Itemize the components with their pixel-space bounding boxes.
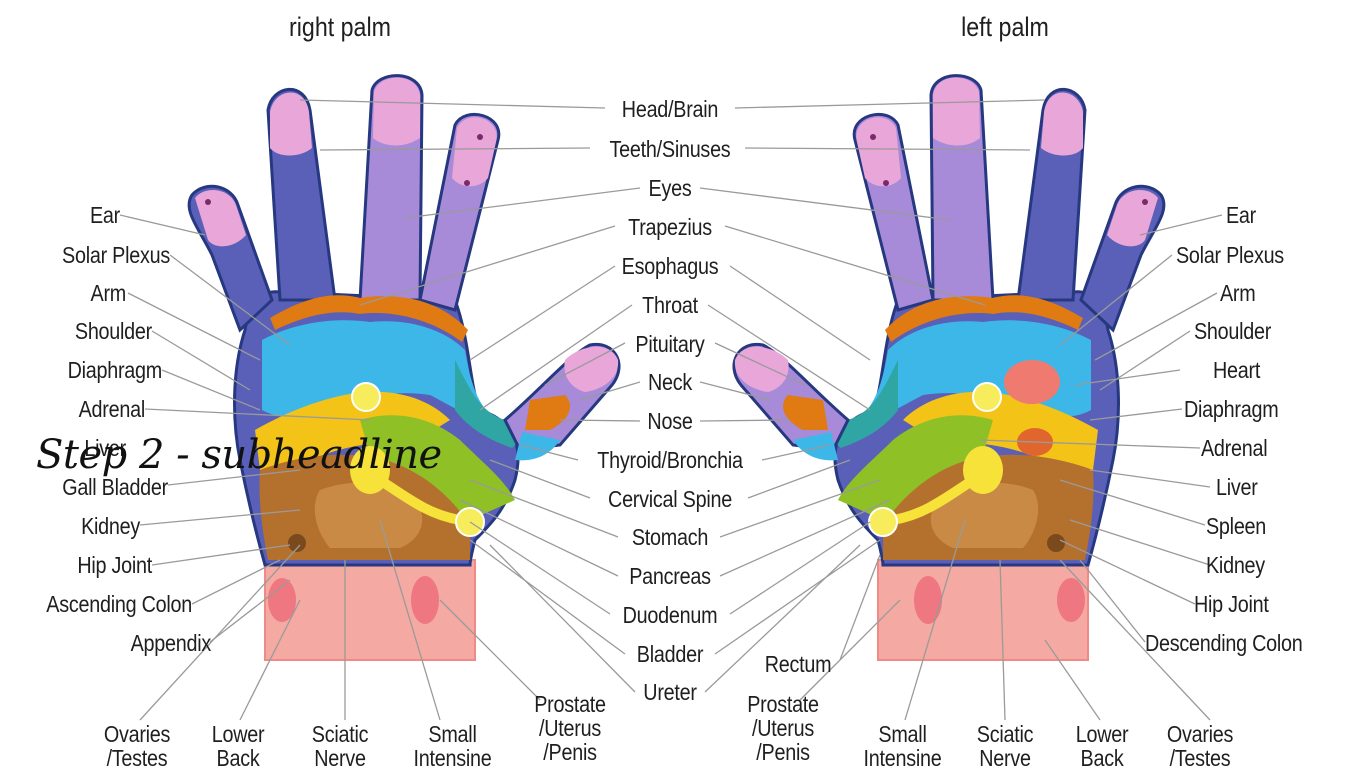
bottom-left-lower-back: Lower Back xyxy=(1059,722,1145,770)
bottom-right-sciatic-nerve: Sciatic Nerve xyxy=(297,722,383,770)
right-palm-hand xyxy=(189,76,619,660)
label-teeth-sinuses: Teeth/Sinuses xyxy=(584,137,756,161)
bottom-right-prostate: Prostate /Uterus /Penis xyxy=(523,692,618,764)
label-cervical-spine: Cervical Spine xyxy=(584,487,756,511)
label-throat: Throat xyxy=(584,293,756,317)
right-label-solar-plexus: Solar Plexus xyxy=(24,243,170,267)
right-label-adrenal: Adrenal xyxy=(20,397,145,421)
right-label-shoulder: Shoulder xyxy=(21,319,152,343)
label-neck: Neck xyxy=(584,370,756,394)
left-label-heart: Heart xyxy=(1213,358,1260,382)
right-label-gall-bladder: Gall Bladder xyxy=(24,475,168,499)
right-palm-title: right palm xyxy=(263,12,418,43)
bottom-left-sciatic-nerve: Sciatic Nerve xyxy=(962,722,1048,770)
label-stomach: Stomach xyxy=(584,525,756,549)
left-label-diaphragm: Diaphragm xyxy=(1184,397,1278,421)
bottom-right-ovaries-testes: Ovaries /Testes xyxy=(90,722,185,770)
left-label-ear: Ear xyxy=(1226,203,1256,227)
bottom-right-small-intensine: Small Intensine xyxy=(403,722,502,770)
label-head-brain: Head/Brain xyxy=(584,97,756,121)
label-bladder: Bladder xyxy=(584,642,756,666)
left-label-spleen: Spleen xyxy=(1206,514,1266,538)
label-nose: Nose xyxy=(584,409,756,433)
left-label-adrenal: Adrenal xyxy=(1201,436,1267,460)
bottom-left-small-intensine: Small Intensine xyxy=(853,722,952,770)
left-label-shoulder: Shoulder xyxy=(1194,319,1271,343)
label-pancreas: Pancreas xyxy=(584,564,756,588)
left-label-liver: Liver xyxy=(1216,475,1258,499)
bottom-left-prostate: Prostate /Uterus /Penis xyxy=(736,692,831,764)
right-label-arm: Arm xyxy=(18,281,126,305)
left-label-arm: Arm xyxy=(1220,281,1255,305)
left-label-hip-joint: Hip Joint xyxy=(1194,592,1269,616)
left-label-solar-plexus: Solar Plexus xyxy=(1176,243,1284,267)
right-label-hip-joint: Hip Joint xyxy=(21,553,152,577)
label-esophagus: Esophagus xyxy=(584,254,756,278)
right-label-kidney: Kidney xyxy=(20,514,140,538)
bottom-right-lower-back: Lower Back xyxy=(195,722,281,770)
subheadline: Step 2 - subheadline xyxy=(36,432,442,478)
bottom-left-ovaries-testes: Ovaries /Testes xyxy=(1153,722,1248,770)
label-eyes: Eyes xyxy=(584,176,756,200)
right-label-diaphragm: Diaphragm xyxy=(23,358,162,382)
label-duodenum: Duodenum xyxy=(584,603,756,627)
left-label-kidney: Kidney xyxy=(1206,553,1265,577)
right-label-ascending-colon: Ascending Colon xyxy=(27,592,192,616)
heart-zone xyxy=(1004,360,1060,404)
right-label-appendix: Appendix xyxy=(30,631,211,655)
right-label-ear: Ear xyxy=(17,203,120,227)
left-label-descending-colon: Descending Colon xyxy=(1145,631,1303,655)
left-palm-title: left palm xyxy=(928,12,1083,43)
label-trapezius: Trapezius xyxy=(584,215,756,239)
label-pituitary: Pituitary xyxy=(584,332,756,356)
label-thyroid-bronchia: Thyroid/Bronchia xyxy=(584,448,756,472)
bottom-left-rectum: Rectum xyxy=(755,652,841,676)
